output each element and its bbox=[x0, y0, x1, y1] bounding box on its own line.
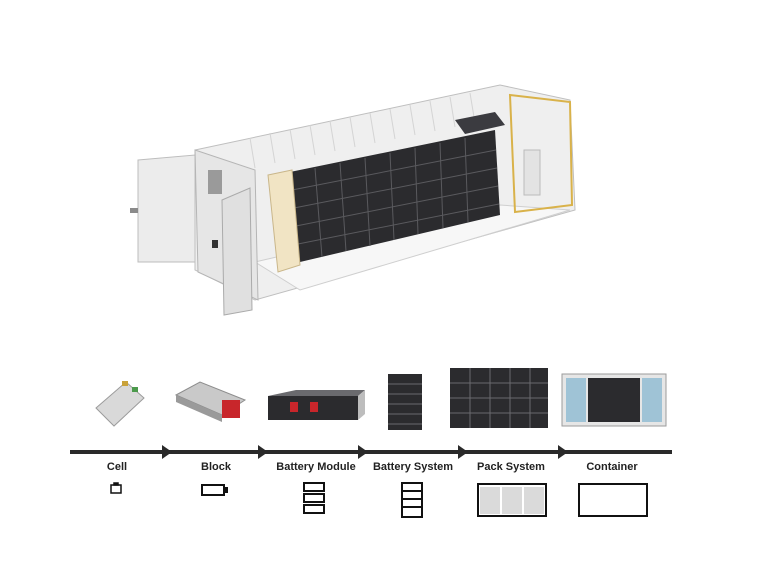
arrow-head-5 bbox=[558, 445, 568, 459]
stage-icons bbox=[110, 482, 648, 518]
arrow-head-3 bbox=[358, 445, 368, 459]
arrow-head-1 bbox=[162, 445, 172, 459]
stage-label-cell: Cell bbox=[106, 461, 128, 473]
container-icon bbox=[578, 483, 648, 517]
container-right-door bbox=[221, 187, 253, 316]
battery-cell-icon bbox=[110, 482, 122, 494]
battery-module-icon bbox=[303, 482, 325, 514]
battery-system-icon bbox=[401, 482, 423, 518]
block-image bbox=[174, 381, 247, 422]
battery-block-icon bbox=[201, 484, 228, 496]
battery-rack-bank bbox=[290, 130, 500, 262]
container-image bbox=[561, 373, 667, 427]
container-left-door bbox=[137, 154, 196, 263]
container-hero-illustration bbox=[130, 84, 576, 316]
stage-label-battery-module: Battery Module bbox=[276, 461, 356, 473]
cell-image bbox=[95, 381, 145, 427]
arrow-head-2 bbox=[258, 445, 268, 459]
stage-label-block: Block bbox=[201, 461, 231, 473]
stage-images bbox=[95, 368, 667, 430]
battery-system-image bbox=[388, 374, 422, 430]
arrow-head-4 bbox=[458, 445, 468, 459]
battery-module-image bbox=[268, 390, 365, 420]
stage-arrow-line bbox=[70, 445, 672, 459]
pack-system-image bbox=[450, 368, 548, 428]
stage-label-battery-system: Battery System bbox=[372, 461, 454, 473]
stage-label-pack-system: Pack System bbox=[477, 461, 545, 473]
pack-system-icon bbox=[477, 483, 547, 517]
stage-label-container: Container bbox=[586, 461, 638, 473]
